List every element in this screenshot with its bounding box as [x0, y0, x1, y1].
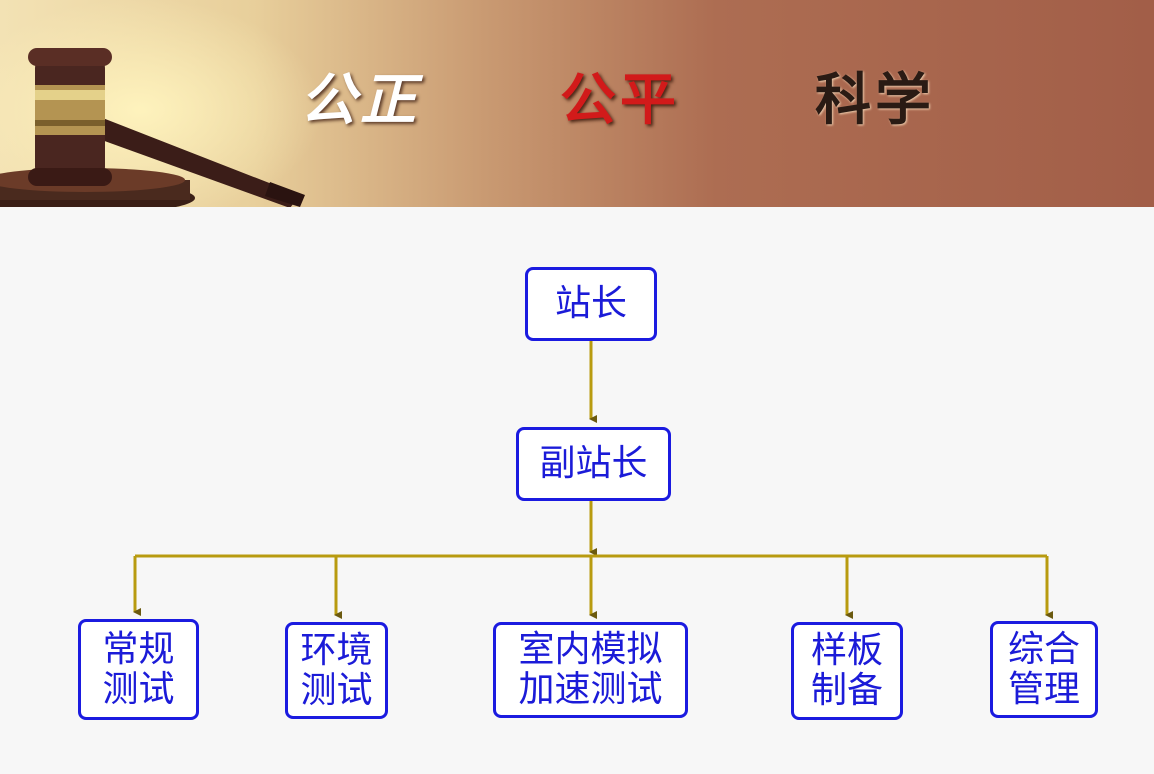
node-dept-routine-testing: 常规 测试: [78, 619, 199, 720]
connector-lines: [133, 340, 1053, 619]
node-deputy-director-label: 副站长: [539, 443, 648, 484]
banner-word-science: 科学: [815, 67, 935, 133]
node-dept-sample-preparation: 样板 制备: [791, 622, 903, 720]
node-dept-label-line2: 管理: [1007, 668, 1080, 710]
node-director-label: 站长: [554, 283, 627, 324]
node-dept-label-line1: 环境: [300, 629, 373, 671]
node-dept-label-line2: 测试: [102, 668, 175, 710]
banner-word-fairness: 公平: [560, 67, 680, 133]
node-dept-indoor-accelerated-testing: 室内模拟 加速测试: [493, 622, 688, 718]
org-chart: 站长 副站长 常规 测试 环境 测试 室内模拟 加速测试 样板 制备 综合 管理: [0, 207, 1154, 774]
node-dept-label-line2: 测试: [300, 669, 373, 711]
node-dept-environment-testing: 环境 测试: [285, 622, 388, 719]
node-dept-label-line1: 室内模拟: [518, 629, 663, 670]
node-dept-label-line2: 加速测试: [518, 669, 663, 710]
node-dept-general-management: 综合 管理: [990, 621, 1098, 718]
node-dept-label-line1: 样板: [810, 630, 883, 671]
banner-word-justice: 公正: [300, 67, 420, 133]
node-dept-label-line1: 常规: [102, 628, 175, 670]
banner: 公正 公平 科学: [0, 0, 1154, 207]
node-deputy-director: 副站长: [516, 427, 671, 501]
node-director: 站长: [525, 267, 657, 341]
node-dept-label-line1: 综合: [1007, 628, 1080, 670]
gavel-icon: [0, 48, 305, 207]
node-dept-label-line2: 制备: [810, 670, 883, 711]
